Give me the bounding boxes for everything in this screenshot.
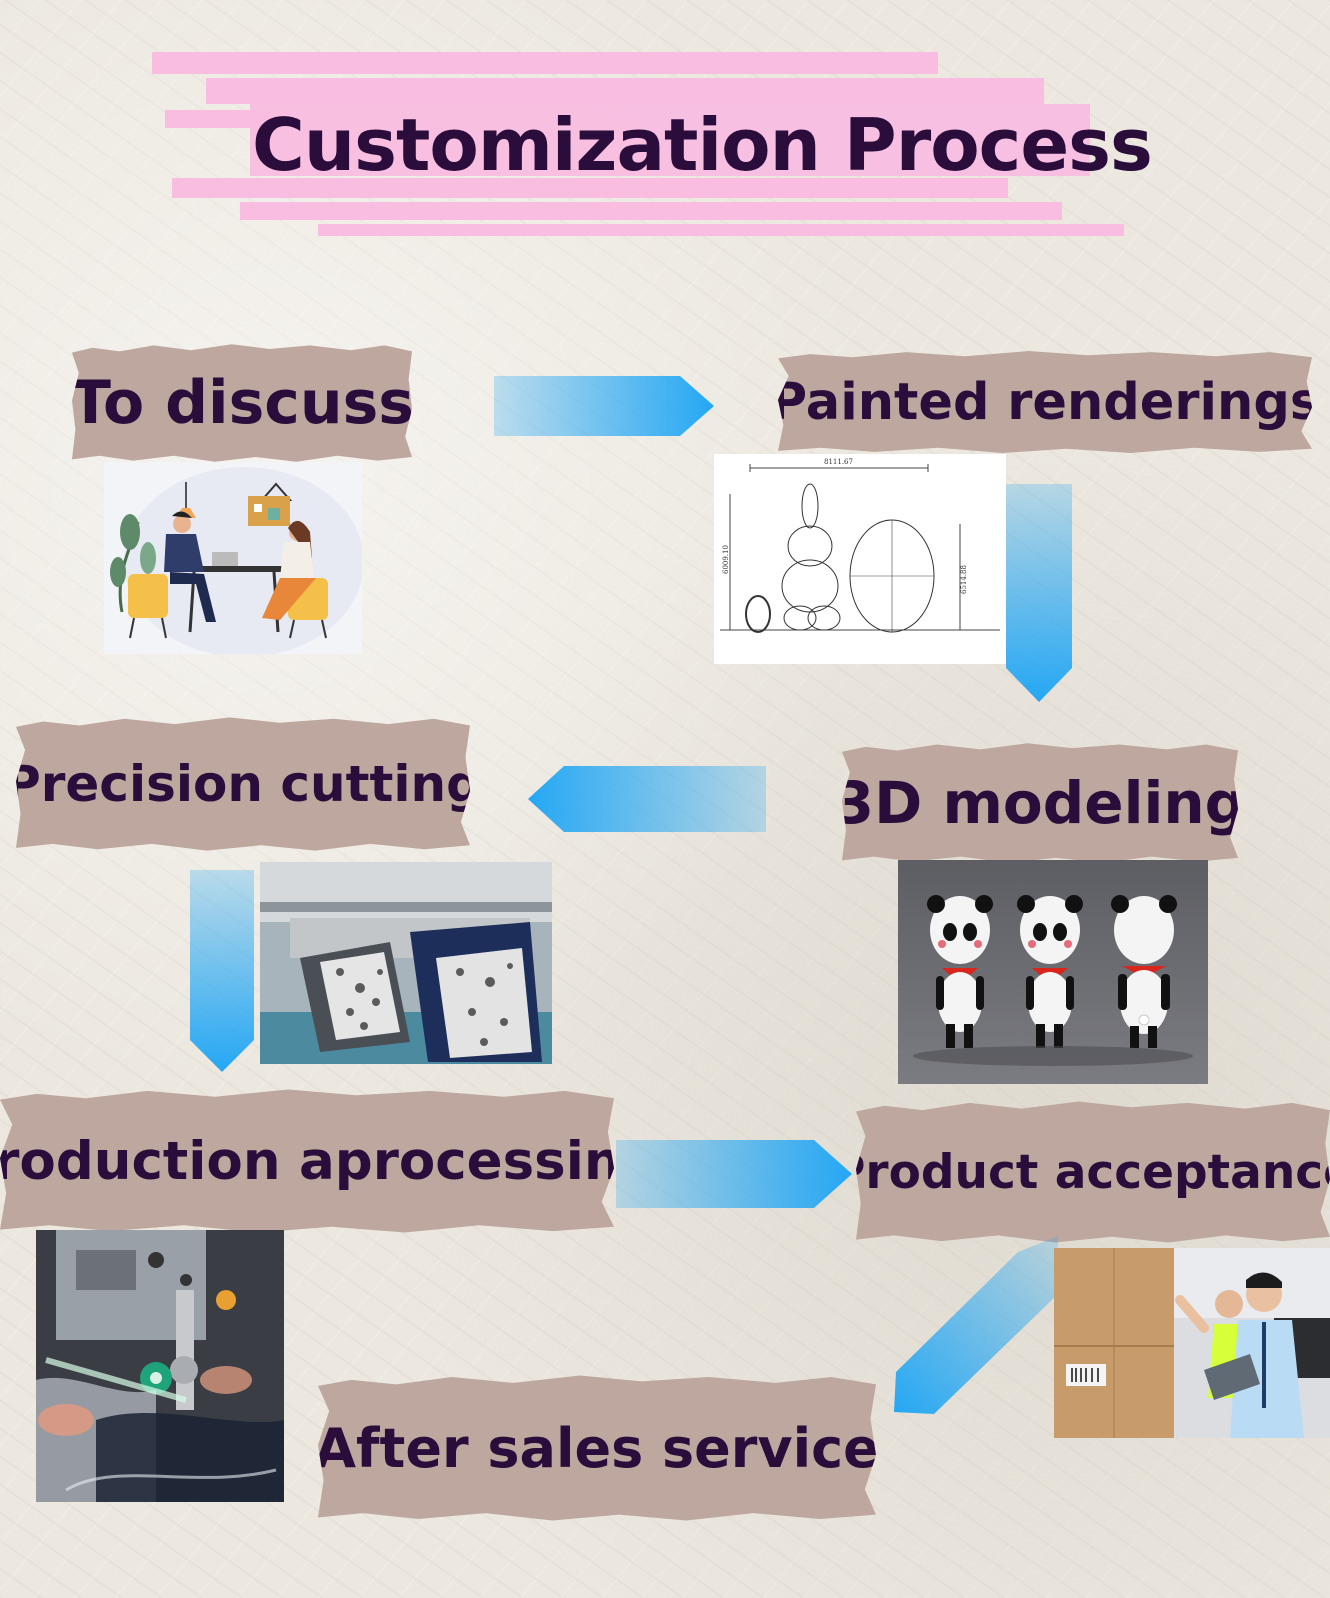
step-label-painted-renderings: Painted renderings — [778, 351, 1312, 453]
dimension-height-left-text: 6009.10 — [722, 545, 730, 574]
arrow-right-icon — [616, 1140, 852, 1208]
arrow-diagonal-down-left-icon — [894, 1236, 1058, 1414]
page-title: Customization Process — [252, 103, 1153, 187]
step-label-text: To discuss — [70, 368, 415, 438]
dimension-height-right-text: 6514.88 — [960, 565, 968, 594]
inspection-photo — [1054, 1248, 1330, 1438]
step-label-text: After sales service — [314, 1416, 880, 1480]
cutting-machine-photo — [260, 862, 552, 1064]
arrow-left-icon — [528, 766, 766, 832]
step-label-text: 3D modeling — [833, 769, 1247, 837]
step-label-text: Precision cutting — [4, 755, 482, 813]
meeting-illustration — [104, 462, 362, 654]
technical-drawing: 8111.67 6009.10 6514.88 — [714, 454, 1006, 664]
step-label-text: Product acceptance — [830, 1144, 1330, 1200]
sewing-machine-photo — [36, 1230, 284, 1502]
step-label-3d-modeling: 3D modeling — [842, 743, 1238, 863]
arrow-right-icon — [494, 376, 714, 436]
step-label-precision-cutting: Precision cutting — [16, 717, 470, 851]
step-label-product-acceptance: Product acceptance — [856, 1101, 1330, 1243]
dimension-width-text: 8111.67 — [824, 458, 853, 466]
step-label-to-discuss: To discuss — [70, 344, 415, 462]
step-label-after-sales-service: After sales service — [318, 1375, 876, 1521]
step-label-production-processing: Production aprocessing — [0, 1089, 614, 1233]
step-label-text: Production aprocessing — [0, 1130, 660, 1192]
panda-3d-models — [898, 860, 1208, 1084]
arrow-down-icon — [190, 870, 254, 1072]
step-label-text: Painted renderings — [769, 372, 1321, 432]
arrow-down-icon — [1006, 484, 1072, 702]
panda-figure — [927, 895, 993, 1048]
